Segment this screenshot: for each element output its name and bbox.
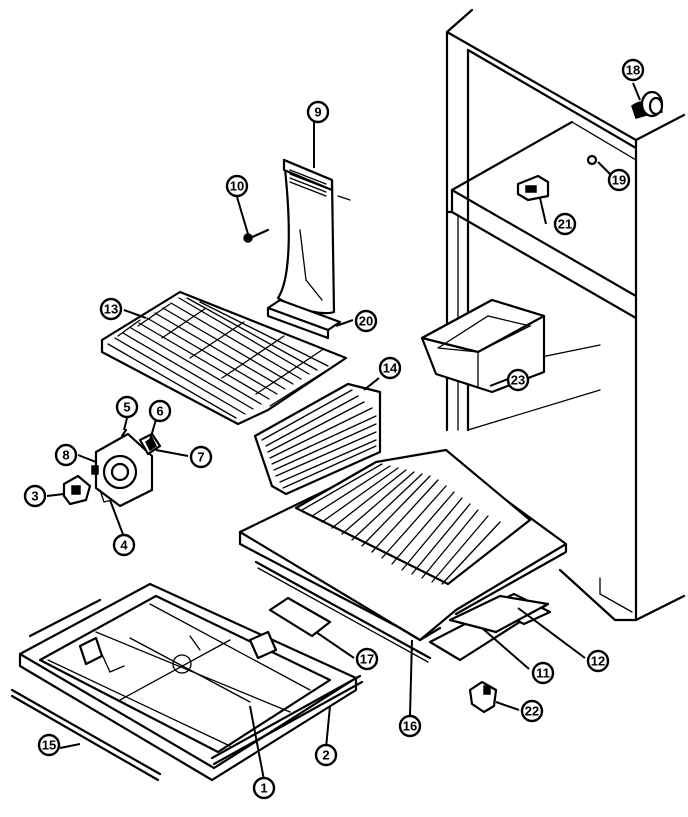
- screw-part-19: [586, 154, 598, 166]
- callout-12: 12: [586, 649, 610, 673]
- callout-label: 1: [260, 781, 267, 796]
- callout-label: 3: [31, 489, 38, 504]
- callout-label: 18: [626, 63, 640, 78]
- callout-label: 7: [197, 450, 204, 465]
- wire-freezer-shelf: [100, 290, 348, 426]
- callout-9: 9: [306, 100, 330, 124]
- callout-10: 10: [225, 174, 249, 198]
- callout-label: 22: [525, 704, 539, 719]
- callout-14: 14: [378, 356, 402, 380]
- callout-17: 17: [355, 647, 379, 671]
- ice-bin: [420, 298, 546, 394]
- crisper-shelf-assembly: [238, 448, 568, 662]
- callout-label: 12: [591, 654, 605, 669]
- callout-8: 8: [54, 443, 78, 467]
- bracket-part-21: [516, 174, 550, 202]
- control-knob: [631, 90, 664, 119]
- callout-22: 22: [520, 699, 544, 723]
- callout-label: 21: [558, 217, 572, 232]
- callout-11: 11: [531, 661, 555, 685]
- callout-label: 14: [383, 361, 398, 376]
- callout-16: 16: [398, 714, 422, 738]
- callout-23: 23: [506, 368, 530, 392]
- callout-19: 19: [607, 168, 631, 192]
- callout-label: 11: [536, 666, 550, 681]
- callout-label: 16: [403, 719, 417, 734]
- crisper-cover-panel: [448, 594, 550, 634]
- callout-label: 17: [360, 652, 374, 667]
- clip-part-22: [468, 680, 498, 714]
- callout-6: 6: [148, 399, 172, 423]
- callout-label: 2: [322, 748, 329, 763]
- callout-label: 19: [612, 173, 626, 188]
- callout-label: 15: [42, 738, 56, 753]
- callout-21: 21: [553, 212, 577, 236]
- callout-5: 5: [115, 395, 139, 419]
- callout-label: 23: [511, 373, 525, 388]
- callout-label: 13: [104, 302, 118, 317]
- callout-7: 7: [189, 445, 213, 469]
- callout-4: 4: [112, 533, 136, 557]
- vent-cover-part-14: [253, 382, 382, 496]
- leader-lines: [46, 82, 641, 781]
- callout-label: 10: [230, 179, 244, 194]
- callout-label: 8: [62, 448, 69, 463]
- fan-motor-assembly: [62, 428, 162, 508]
- callout-label: 20: [359, 314, 373, 329]
- callout-15: 15: [37, 733, 61, 757]
- drain-pan-part-1: [18, 582, 358, 782]
- callout-18: 18: [621, 58, 645, 82]
- strip-part-2: [210, 674, 364, 766]
- strip-part-15: [10, 688, 162, 782]
- callout-2: 2: [314, 743, 338, 767]
- callout-3: 3: [23, 484, 47, 508]
- callout-label: 4: [120, 538, 128, 553]
- callout-label: 5: [123, 400, 130, 415]
- insulator-part-17: [268, 596, 332, 638]
- callout-label: 9: [314, 105, 321, 120]
- callout-13: 13: [99, 297, 123, 321]
- strip-upper-left: [28, 598, 102, 638]
- callout-1: 1: [252, 776, 276, 800]
- callout-20: 20: [354, 309, 378, 333]
- freezer-duct-panel: [266, 158, 351, 340]
- callout-label: 6: [156, 404, 163, 419]
- rail-part-16: [254, 560, 432, 663]
